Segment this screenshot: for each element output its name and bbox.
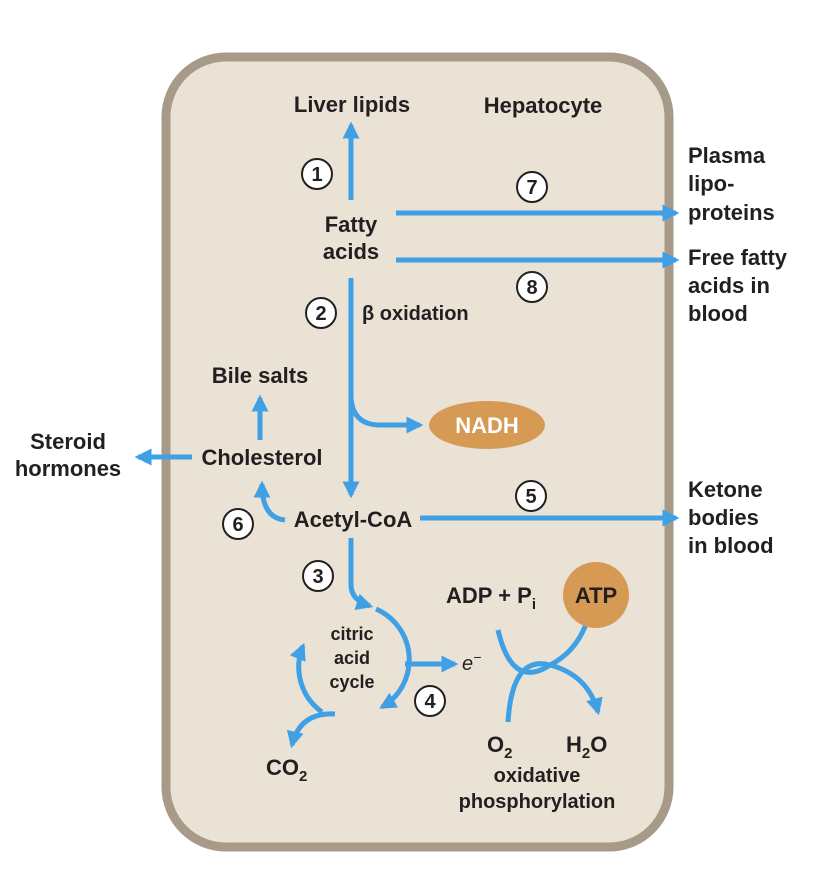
fatty-acids-label-line1: Fatty [325, 212, 378, 237]
svg-text:3: 3 [312, 566, 323, 588]
ketone-bodies-label-line2: bodies [688, 505, 759, 530]
step-number-5: 5 [515, 480, 547, 512]
step-number-2: 2 [305, 297, 337, 329]
plasma-lipoproteins-label-line2: lipo- [688, 171, 734, 196]
step-number-4: 4 [414, 685, 446, 717]
step-number-1: 1 [301, 158, 333, 190]
svg-text:6: 6 [232, 514, 243, 536]
oxidative-phosphorylation-label-line2: phosphorylation [459, 791, 616, 813]
step-number-7: 7 [516, 171, 548, 203]
citric-cycle-arc-right [374, 606, 412, 710]
citric-acid-cycle-label-line1: citric [330, 624, 373, 644]
free-fatty-acids-label-line1: Free fatty [688, 245, 788, 270]
step-number-3: 3 [302, 560, 334, 592]
svg-text:8: 8 [526, 277, 537, 299]
svg-text:4: 4 [424, 691, 436, 713]
nadh-oval [429, 401, 545, 449]
plasma-lipoproteins-label-line1: Plasma [688, 143, 766, 168]
fatty-acids-label-line2: acids [323, 239, 379, 264]
oxidative-phosphorylation-label-line1: oxidative [494, 765, 581, 787]
beta-oxidation-label: β oxidation [362, 303, 469, 325]
svg-text:2: 2 [315, 303, 326, 325]
ketone-bodies-label-line3: in blood [688, 533, 774, 558]
citric-acid-cycle-label-line2: acid [334, 648, 370, 668]
ketone-bodies-label-line1: Ketone [688, 477, 763, 502]
svg-text:5: 5 [525, 486, 536, 508]
adp-pi-label: ADP + Pi [446, 583, 536, 613]
svg-text:7: 7 [526, 177, 537, 199]
bile-salts-label: Bile salts [212, 363, 309, 388]
o2-label: O2 [487, 732, 512, 762]
plasma-lipoproteins-label-line3: proteins [688, 200, 775, 225]
liver-lipids-label: Liver lipids [294, 92, 410, 117]
arrow-to-co2 [286, 711, 336, 749]
arrow-o2-to-h2o [505, 661, 603, 723]
arrow-to-citric-acid-cycle [348, 538, 374, 611]
arrow-to-nadh [348, 397, 424, 434]
atp-label: ATP [575, 583, 617, 608]
hepatocyte-title: Hepatocyte [484, 93, 603, 118]
svg-text:1: 1 [311, 164, 322, 186]
free-fatty-acids-label-line3: blood [688, 301, 748, 326]
arrow-to-cholesterol [253, 480, 286, 523]
steroid-hormones-label-line2: hormones [15, 456, 121, 481]
h2o-label: H2O [566, 732, 607, 762]
atp-oval [563, 562, 629, 628]
citric-cycle-arc-left [289, 642, 324, 715]
step-number-8: 8 [516, 271, 548, 303]
cholesterol-label: Cholesterol [201, 445, 322, 470]
nadh-label: NADH [455, 413, 519, 438]
electron-label: e− [462, 649, 481, 675]
steroid-hormones-label-line1: Steroid [30, 429, 106, 454]
step-number-6: 6 [222, 508, 254, 540]
acetyl-coa-label: Acetyl-CoA [294, 507, 413, 532]
citric-acid-cycle-label-line3: cycle [329, 672, 374, 692]
free-fatty-acids-label-line2: acids in [688, 273, 770, 298]
co2-label: CO2 [266, 755, 307, 785]
